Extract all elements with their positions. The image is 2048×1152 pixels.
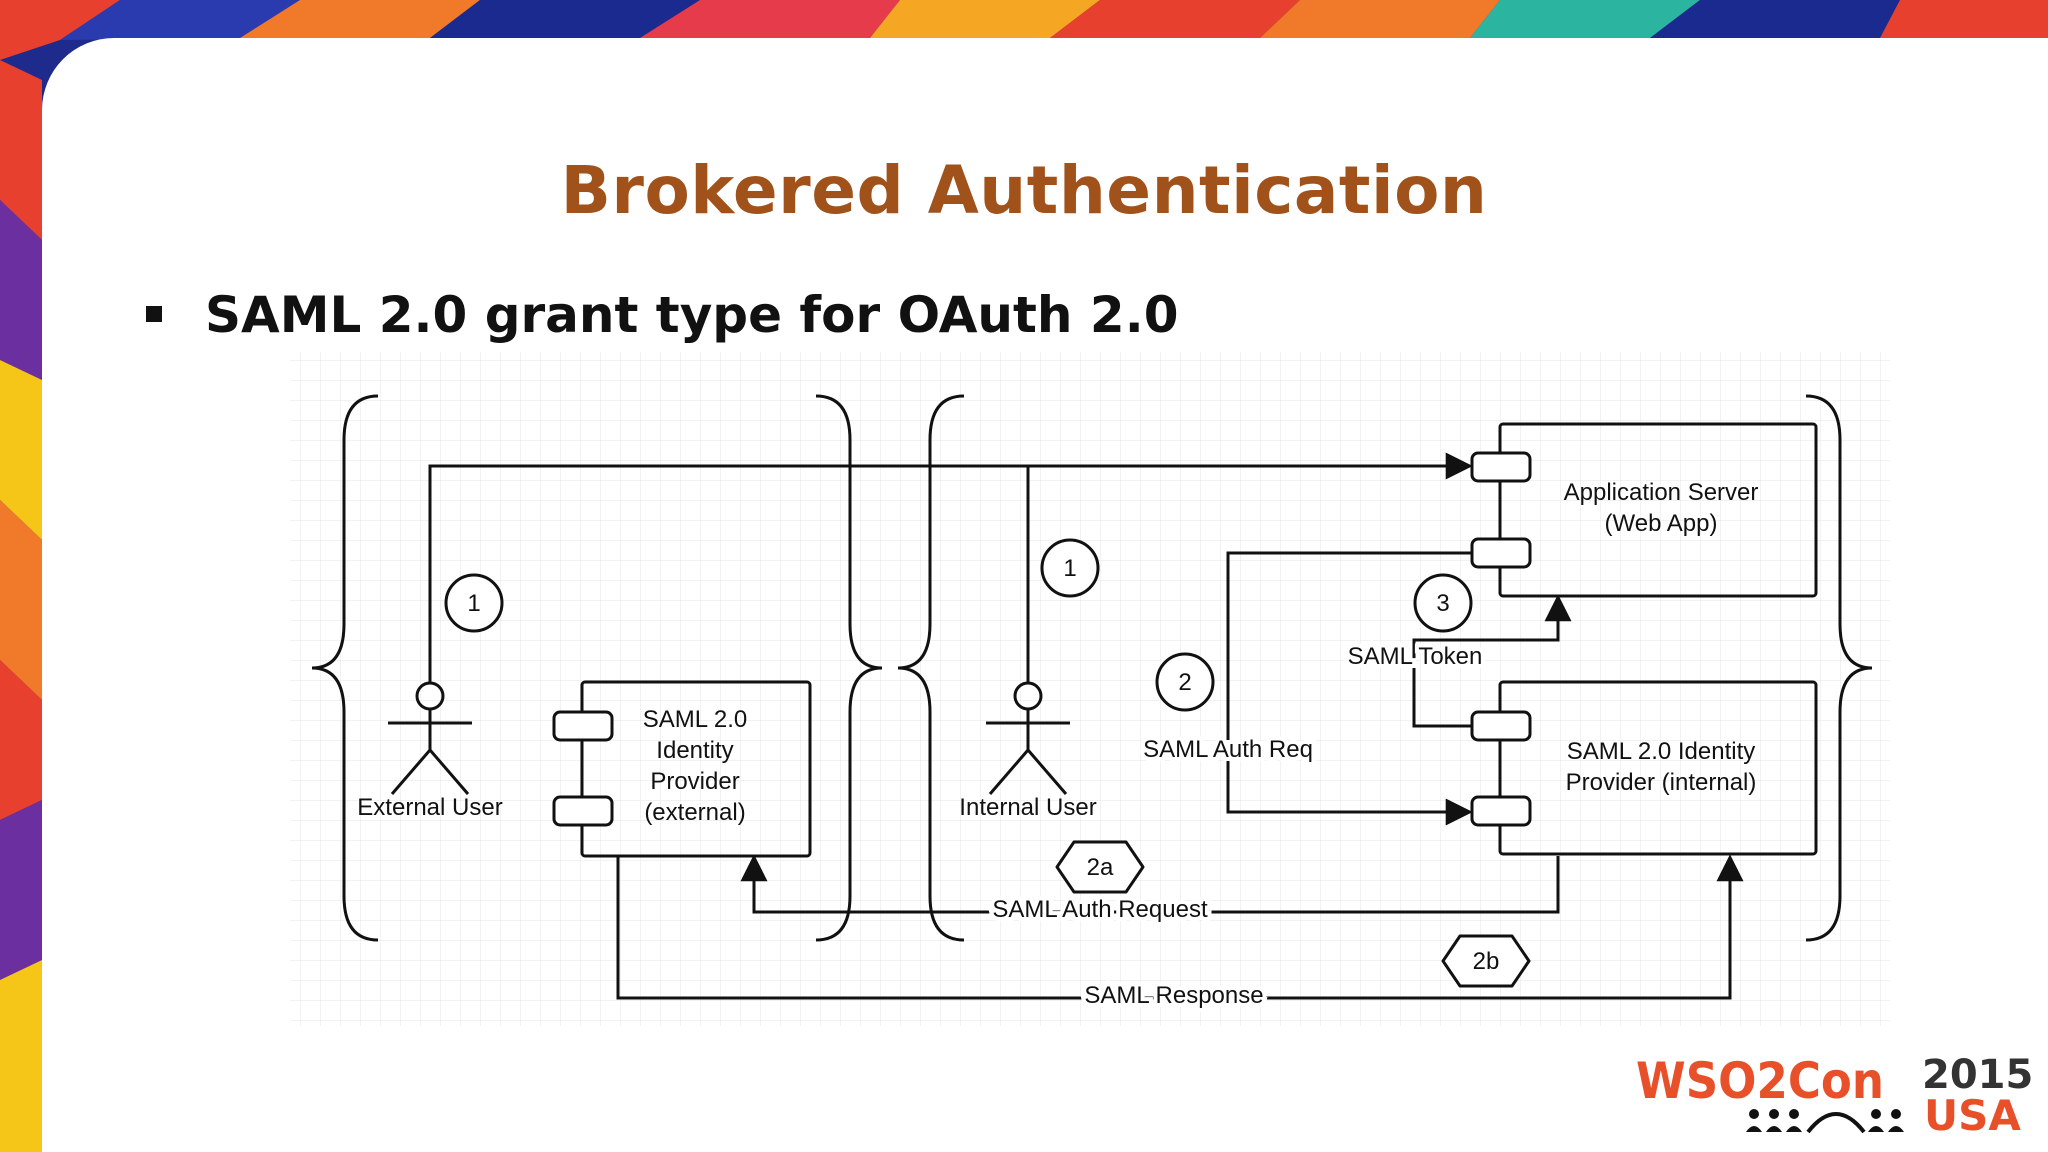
saml-auth-req-label: SAML Auth Req [1143, 736, 1313, 763]
port-external-idp-2 [552, 795, 614, 827]
external-idp-label-line3: Provider [650, 768, 739, 795]
external-idp-label-line2: Identity [656, 737, 733, 764]
logo-year-text: 2015 [1922, 1052, 2033, 1098]
step-marker-2a [1055, 840, 1145, 894]
step-label-3: 3 [1436, 590, 1449, 617]
internal-idp-box [1498, 680, 1818, 856]
external-idp-box [580, 680, 812, 858]
step-marker-2 [1155, 652, 1215, 712]
internal-idp-label-line2: Provider (internal) [1566, 769, 1757, 796]
saml-auth-request-label: SAML Auth Request [992, 896, 1208, 923]
brace-internal-close [1805, 394, 1873, 942]
bullet-text: SAML 2.0 grant type for OAuth 2.0 [205, 286, 1179, 344]
port-internal-idp-1 [1470, 710, 1532, 742]
internal-user-label: Internal User [959, 794, 1096, 821]
step-marker-ext-1 [444, 573, 504, 633]
logo-region-text: USA [1924, 1091, 2021, 1140]
brace-internal-open [897, 394, 965, 942]
step-label-2: 2 [1178, 669, 1191, 696]
port-external-idp-1 [552, 710, 614, 742]
slide-title: Brokered Authentication [560, 152, 1488, 229]
external-idp-label-line4: (external) [644, 799, 745, 826]
logo-brand-text: WSO2Con [1636, 1052, 1884, 1110]
internal-idp-label-line1: SAML 2.0 Identity [1567, 738, 1756, 765]
step-label-2b: 2b [1473, 948, 1500, 975]
app-server-label-line1: Application Server [1564, 479, 1759, 506]
saml-token-line [1412, 594, 1572, 728]
saml-response-label: SAML Response [1084, 982, 1263, 1009]
step-label-int-1: 1 [1063, 555, 1076, 582]
step-marker-int-1 [1040, 538, 1100, 598]
port-app-server-1 [1470, 451, 1532, 483]
bullet-marker [146, 306, 162, 322]
port-app-server-2 [1470, 537, 1532, 569]
app-server-label-line2: (Web App) [1605, 510, 1718, 537]
saml-auth-request-line [740, 854, 1560, 914]
brace-external-open [311, 394, 379, 942]
step-label-2a: 2a [1087, 854, 1114, 881]
wso2con-logo: WSO2Con 2015 USA [1636, 1052, 2033, 1140]
external-user-label: External User [357, 794, 502, 821]
saml-response-line [616, 854, 1744, 1000]
brace-external-close [815, 394, 883, 942]
saml-token-label: SAML Token [1348, 643, 1483, 670]
step-label-ext-1: 1 [467, 590, 480, 617]
diagram-grid [290, 352, 1890, 1026]
logo-people-icon [1746, 1109, 1904, 1134]
port-internal-idp-2 [1470, 795, 1532, 827]
step-marker-2b [1441, 934, 1531, 988]
ext-user-to-app-line [428, 452, 1473, 683]
external-idp-label-line1: SAML 2.0 [643, 706, 748, 733]
app-server-box [1498, 422, 1818, 598]
step-marker-3 [1413, 573, 1473, 633]
saml-auth-req-line [1226, 551, 1473, 826]
